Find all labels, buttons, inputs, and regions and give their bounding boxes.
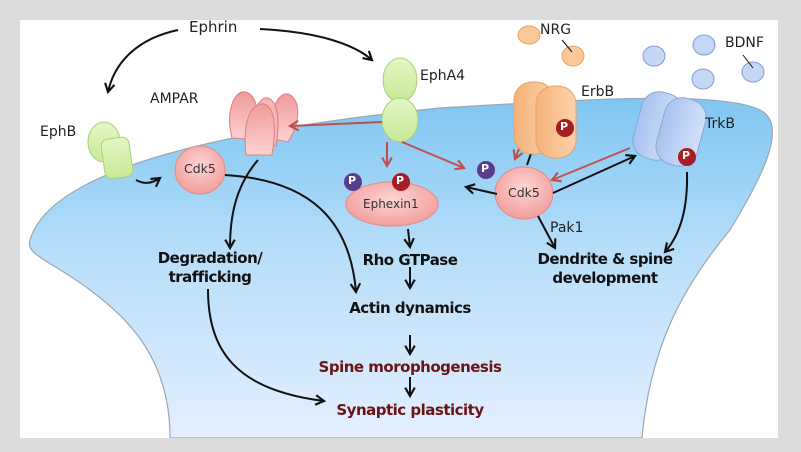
cdk5-left-node — [174, 145, 226, 195]
label-trkb: TrkB — [705, 116, 735, 132]
bdnf-ligand-1 — [642, 45, 666, 67]
arrow-degradation-to-plasticity — [207, 288, 327, 406]
diagram-panel: Ephrin AMPAR EphB EphA4 NRG ErbB BDNF Tr… — [20, 20, 778, 438]
outcome-rho-gtpase: Rho GTPase — [362, 251, 458, 269]
arrow-epha4-to-cdk5 — [401, 141, 467, 171]
bdnf-pointer — [742, 54, 754, 69]
label-ephexin1: Ephexin1 — [363, 197, 419, 211]
label-epha4: EphA4 — [420, 68, 466, 84]
erbb-receptor — [513, 81, 577, 159]
arrow-ephexin1-to-rho — [403, 228, 415, 250]
inhibit-epha4-to-ampar — [287, 119, 383, 132]
outcome-dendrite-line1: Dendrite & spine — [537, 250, 673, 268]
pathway-diagram — [28, 25, 773, 438]
outcome-synaptic-plasticity: Synaptic plasticity — [336, 401, 484, 419]
phospho-trkb: P — [682, 149, 691, 162]
label-bdnf: BDNF — [725, 35, 764, 51]
label-ephrin: Ephrin — [189, 20, 238, 36]
label-pak1: Pak1 — [550, 220, 584, 236]
outcome-dendrite-development: Dendrite & spine development — [520, 250, 690, 288]
outcome-spine-morphogenesis: Spine morophogenesis — [318, 358, 502, 376]
label-ephb: EphB — [40, 124, 77, 140]
phospho-ephexin1-purple: P — [348, 174, 357, 187]
nrg-ligand-2 — [561, 45, 585, 67]
ephb-receptor — [87, 121, 134, 180]
nrg-ligand-1 — [517, 25, 541, 45]
bdnf-ligand-4 — [741, 61, 765, 83]
nrg-pointer — [561, 39, 573, 53]
arrow-cdk5-to-dendrite — [537, 215, 557, 250]
arrow-ephb-to-cdk5 — [135, 176, 162, 188]
arrow-trkb-to-cdk5 — [549, 147, 631, 183]
epha4-receptor — [381, 57, 419, 143]
phospho-badges — [344, 119, 696, 191]
phospho-erbb: P — [560, 120, 569, 133]
label-cdk5-center: Cdk5 — [508, 185, 540, 200]
arrow-cdk5-to-actin — [224, 174, 362, 295]
label-ampar: AMPAR — [150, 91, 199, 107]
label-nrg: NRG — [540, 22, 572, 38]
label-cdk5-left: Cdk5 — [184, 161, 216, 176]
bdnf-ligand-3 — [691, 68, 715, 90]
trkb-receptor — [632, 91, 707, 167]
outcome-degradation-line2: trafficking — [168, 268, 252, 286]
phospho-cdk5: P — [481, 162, 490, 175]
outcome-actin-dynamics: Actin dynamics — [349, 299, 471, 317]
arrow-trkb-to-dendrite — [663, 171, 689, 254]
arrow-cdk5-to-trkb — [552, 154, 637, 194]
outcome-degradation-line1: Degradation/ — [157, 249, 263, 267]
bdnf-ligand-2 — [692, 34, 716, 56]
arrow-ephrin-to-ephb — [104, 29, 179, 95]
phospho-ephexin1-red: P — [396, 174, 405, 187]
outcome-dendrite-line2: development — [552, 269, 658, 287]
label-erbb: ErbB — [581, 84, 615, 100]
outcome-degradation: Degradation/ trafficking — [140, 249, 280, 287]
arrow-ephrin-to-epha4 — [259, 28, 374, 62]
ampar-receptor — [229, 91, 299, 156]
arrow-ampar-to-degradation — [224, 159, 259, 251]
arrow-cdk5-to-ephexin1 — [463, 183, 498, 195]
